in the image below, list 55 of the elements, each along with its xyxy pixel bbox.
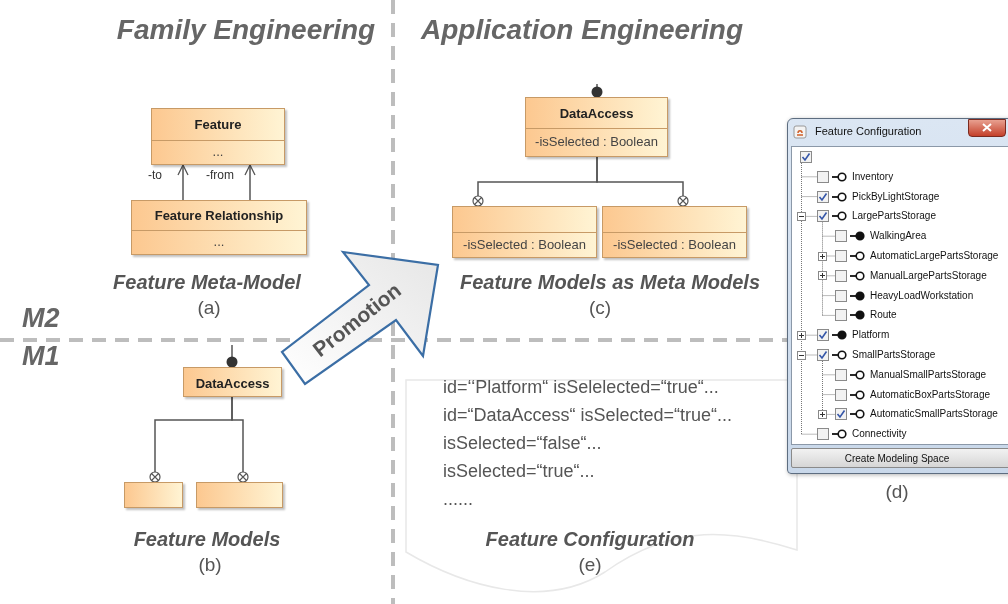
tree-item-label: Route [870, 309, 897, 322]
connector-arrow [244, 164, 256, 201]
attribute-text: ... [213, 234, 225, 249]
level-label: M1 [22, 341, 60, 372]
caption-text: Feature Configuration [485, 528, 695, 551]
window-title: Feature Configuration [815, 125, 922, 137]
panel-label: (d) [885, 481, 909, 503]
caption-text: Feature Meta-Model [113, 271, 301, 294]
tree-item-label: Platform [852, 329, 890, 342]
feature-box [124, 482, 183, 508]
tree-item-label: PickByLightStorage [852, 190, 940, 203]
connector-arrow [177, 164, 189, 201]
panel-label: (e) [578, 554, 602, 576]
tree-item-label: HeavyLoadWorkstation [870, 289, 974, 302]
attribute-text: -isSelected : Boolean [535, 134, 658, 149]
feature-box [196, 482, 283, 508]
tree-item-label: LargePartsStorage [852, 210, 936, 223]
tree-item-label: ManualLargePartsStorage [870, 269, 987, 282]
panel-label: (a) [197, 297, 221, 319]
tree-item-label: AutomaticSmallPartsStorage [870, 408, 998, 421]
level-label: M2 [22, 303, 60, 334]
tree-item-label: AutomaticLargePartsStorage [870, 250, 999, 262]
panel-label: (b) [198, 554, 222, 576]
class-name: DataAccess [559, 105, 634, 121]
code-line: id=“DataAccess“ isSelected=“true“... [443, 405, 733, 426]
class-box [452, 206, 597, 258]
section-heading: Application Engineering [421, 14, 743, 46]
attribute-text: ... [212, 144, 224, 159]
create-button: Create Modeling Space [791, 448, 1008, 468]
class-box [602, 206, 747, 258]
code-line: isSelected=“false“... [443, 433, 602, 454]
edge-label: -from [205, 168, 235, 182]
attribute-text: -isSelected : Boolean [613, 236, 736, 252]
edge-label: -to [147, 168, 163, 182]
class-box [151, 108, 285, 165]
class-box [183, 367, 282, 397]
tree-item-label: Connectivity [852, 428, 907, 441]
tree-item-label: AutomaticBoxPartsStorage [870, 388, 991, 401]
class-box [131, 200, 307, 255]
caption-text: Feature Models [133, 528, 281, 551]
code-line: ...... [443, 489, 473, 510]
tree-item-label: ManualSmallPartsStorage [870, 368, 987, 381]
tree-item-label: Inventory [852, 170, 894, 183]
caption-text: Feature Models as Meta Models [459, 271, 761, 294]
class-box [525, 97, 668, 157]
code-line: isSelected=“true“... [443, 461, 595, 482]
attribute-text: -isSelected : Boolean [463, 236, 586, 252]
class-name: Feature Relationship [154, 208, 284, 223]
class-name: DataAccess [195, 375, 270, 391]
tree-item-label: SmallPartsStorage [852, 349, 936, 361]
tree-item-label: WalkingArea [870, 230, 927, 243]
code-line: id=‘‘Platform“ isSelelected=“true“... [443, 377, 719, 398]
section-heading: Family Engineering [116, 14, 376, 46]
panel-label: (c) [588, 297, 612, 319]
class-name: Feature [194, 117, 242, 132]
